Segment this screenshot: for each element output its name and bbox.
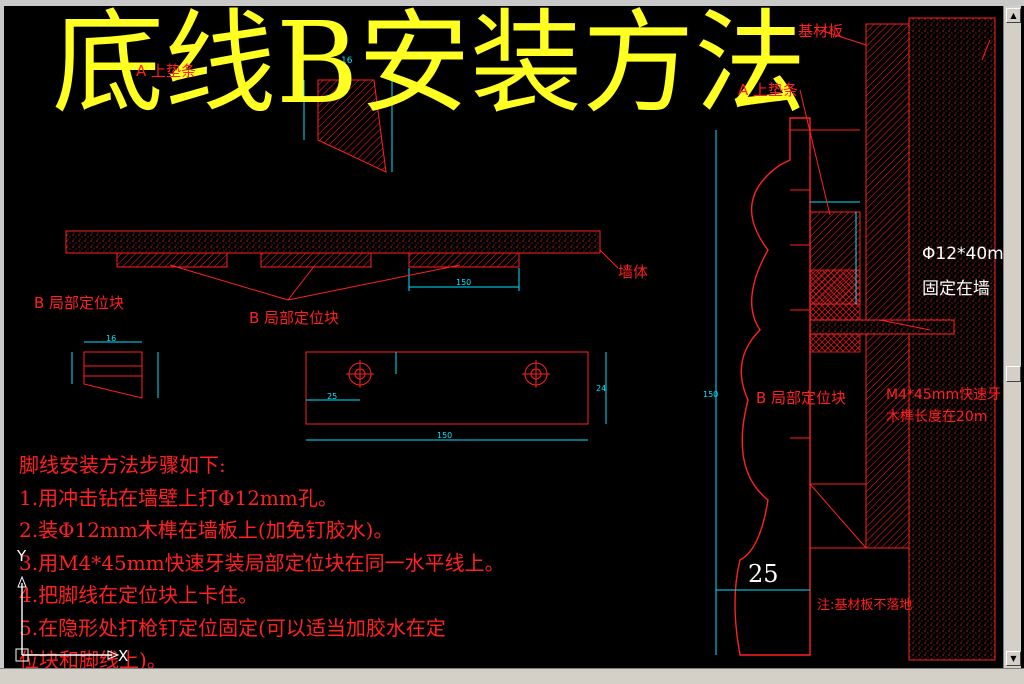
ucs-x-label: X xyxy=(118,647,129,665)
label-wall: 墙体 xyxy=(618,263,649,281)
label-locator-left: B 局部定位块 xyxy=(34,294,125,312)
horizontal-scrollbar[interactable] xyxy=(0,668,1024,684)
dim-section-150: 150 xyxy=(703,390,719,399)
label-locator-center: B 局部定位块 xyxy=(249,309,340,327)
label-note: 注:基材板不落地 xyxy=(817,598,913,613)
dim-locator-16: 16 xyxy=(106,334,117,343)
installation-steps: 脚线安装方法步骤如下: 1.用冲击钻在墙壁上打Φ12mm孔。 2.装Φ12mm木… xyxy=(19,449,505,677)
ucs-icon: Y X xyxy=(14,547,134,674)
dim-plan-150: 150 xyxy=(456,278,472,287)
label-locator-right: B 局部定位块 xyxy=(756,389,847,407)
label-base-board: 基材板 xyxy=(798,22,844,40)
label-screw-2: 木榫长度在20m xyxy=(886,409,988,425)
window-left-edge xyxy=(0,0,4,683)
dim-locator-150: 150 xyxy=(437,431,453,440)
top-strip-section xyxy=(303,79,393,173)
label-dowel-2: 固定在墙 xyxy=(922,279,990,299)
window-top-edge xyxy=(0,0,1024,6)
section-view xyxy=(715,17,996,661)
scroll-down-button[interactable]: ▼ xyxy=(1006,651,1021,666)
label-dim-25: 25 xyxy=(748,560,779,588)
label-top-strip: A 上垫条 xyxy=(136,62,197,80)
step-1: 1.用冲击钻在墙壁上打Φ12mm孔。 xyxy=(19,485,338,510)
ucs-y-label: Y xyxy=(17,547,27,565)
locator-plan-view xyxy=(305,351,607,441)
drawing-title: 底线B安装方法 xyxy=(52,0,807,129)
scroll-up-button[interactable]: ▲ xyxy=(1006,8,1021,23)
scroll-thumb[interactable] xyxy=(1006,366,1021,382)
dim-locator-25: 25 xyxy=(327,392,338,401)
step-3: 3.用M4*45mm快速牙装局部定位块在同一水平线上。 xyxy=(19,550,505,575)
vertical-scrollbar[interactable]: ▲ ▼ xyxy=(1003,6,1021,668)
step-5: 5.在隐形处打枪钉定位固定(可以适当加胶水在定 xyxy=(19,615,446,640)
dim-locator-24: 24 xyxy=(596,384,607,393)
step-2: 2.装Φ12mm木榫在墙板上(加免钉胶水)。 xyxy=(19,518,394,542)
dim-top-strip: 16 xyxy=(341,56,353,66)
step-heading: 脚线安装方法步骤如下: xyxy=(19,453,226,477)
label-screw-1: M4*45mm快速牙 xyxy=(886,387,1002,403)
label-dowel-1: Φ12*40m xyxy=(922,244,1004,264)
step-4: 4.把脚线在定位块上卡住。 xyxy=(19,583,259,607)
label-top-strip-right: A 上垫条 xyxy=(738,81,799,99)
wall-plan-view xyxy=(65,230,619,301)
locator-side-view xyxy=(71,341,159,399)
